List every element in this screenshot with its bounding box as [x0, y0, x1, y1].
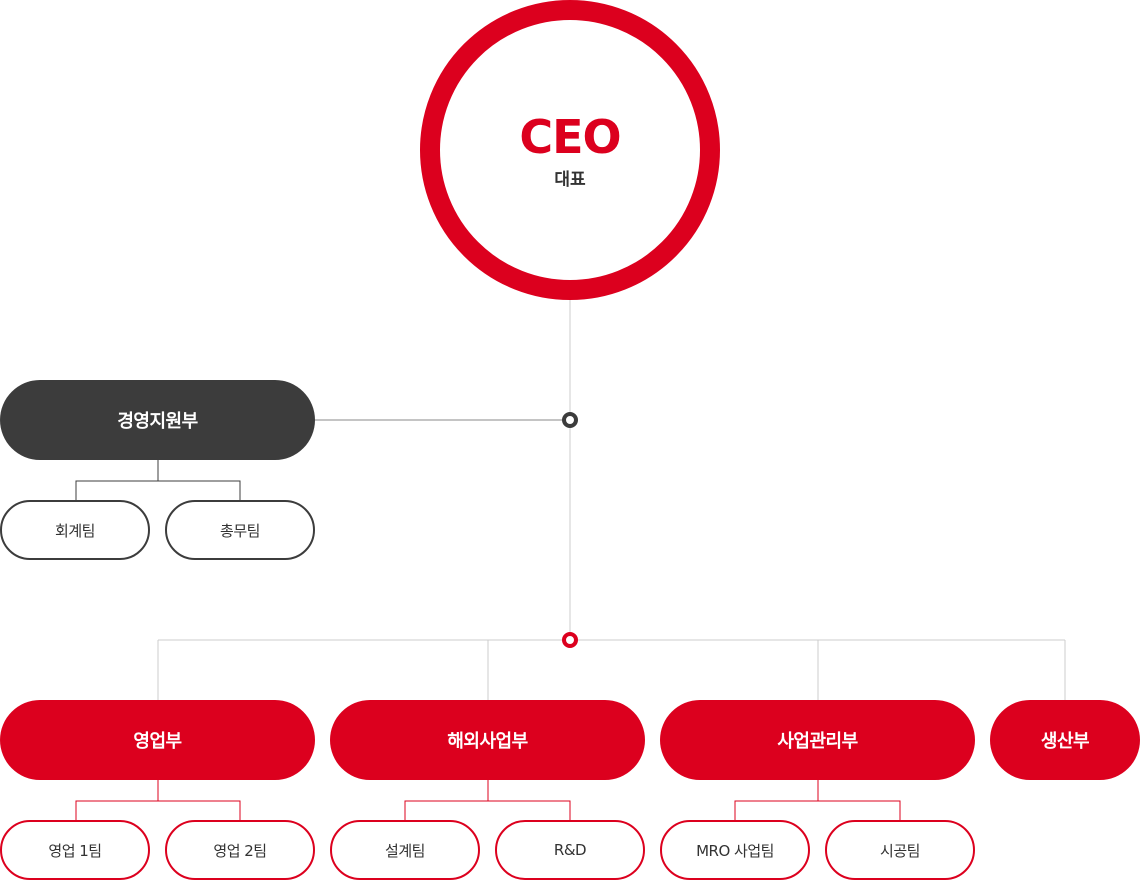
business-bracket	[734, 780, 819, 820]
team-general-affairs: 총무팀	[165, 500, 315, 560]
ceo-subtitle: 대표	[554, 169, 586, 190]
management-bracket	[75, 460, 159, 500]
sales-bracket	[75, 780, 159, 820]
team-design: 설계팀	[330, 820, 480, 880]
team-sales-1: 영업 1팀	[0, 820, 150, 880]
team-construction: 시공팀	[825, 820, 975, 880]
dept-management-support: 경영지원부	[0, 380, 315, 460]
management-junction-node	[562, 412, 578, 428]
ceo-title: CEO	[519, 109, 621, 164]
team-mro-business: MRO 사업팀	[660, 820, 810, 880]
team-sales-2: 영업 2팀	[165, 820, 315, 880]
dept-business-management: 사업관리부	[660, 700, 975, 780]
dept-production: 생산부	[990, 700, 1140, 780]
ceo-circle: CEO 대표	[420, 0, 720, 300]
team-rnd: R&D	[495, 820, 645, 880]
dept-sales: 영업부	[0, 700, 315, 780]
department-junction-node	[562, 632, 578, 648]
overseas-bracket	[404, 780, 489, 820]
team-accounting: 회계팀	[0, 500, 150, 560]
dept-overseas-business: 해외사업부	[330, 700, 645, 780]
